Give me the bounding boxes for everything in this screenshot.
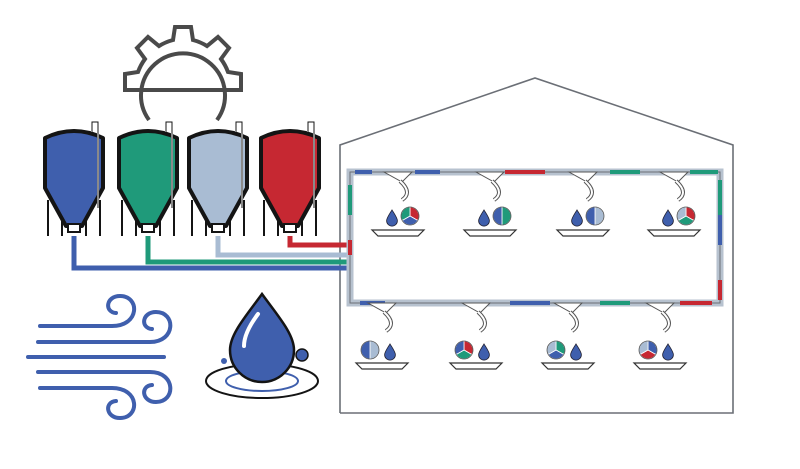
silo-icon — [187, 121, 249, 236]
feed-mix-pie — [400, 206, 420, 226]
water-drop-icon — [384, 343, 396, 361]
feeding-station-bottom — [448, 302, 504, 370]
feed-mix-pie — [585, 206, 605, 226]
feed-mix-pie — [546, 340, 566, 360]
feeding-station-bottom — [540, 302, 596, 370]
water-drop-icon — [478, 343, 490, 361]
feeding-station-bottom — [632, 302, 688, 370]
water-drop-icon — [205, 291, 319, 399]
silo-icon — [259, 121, 321, 236]
water-drop-icon — [571, 209, 583, 227]
water-drop-icon — [478, 209, 490, 227]
water-drop-icon — [386, 209, 398, 227]
feeding-station-top — [646, 171, 702, 237]
feed-mix-pie — [360, 340, 380, 360]
feed-mix-pie — [676, 206, 696, 226]
barn-outline-icon — [339, 77, 734, 414]
feeding-station-top — [555, 171, 611, 237]
feeding-station-top — [462, 171, 518, 237]
silo-icon — [43, 121, 105, 236]
water-drop-icon — [662, 209, 674, 227]
feeding-station-top — [370, 171, 426, 237]
feed-mix-pie — [638, 340, 658, 360]
feed-supply-lines — [71, 236, 352, 271]
gear-icon — [123, 25, 243, 122]
water-drop-icon — [662, 343, 674, 361]
water-drop-icon — [570, 343, 582, 361]
wind-icon — [26, 293, 173, 421]
feed-mix-pie — [492, 206, 512, 226]
feed-mix-pie — [454, 340, 474, 360]
silo-icon — [117, 121, 179, 236]
feeding-station-bottom — [354, 302, 410, 370]
feeding-stations — [354, 171, 702, 370]
silo-group — [43, 121, 321, 236]
